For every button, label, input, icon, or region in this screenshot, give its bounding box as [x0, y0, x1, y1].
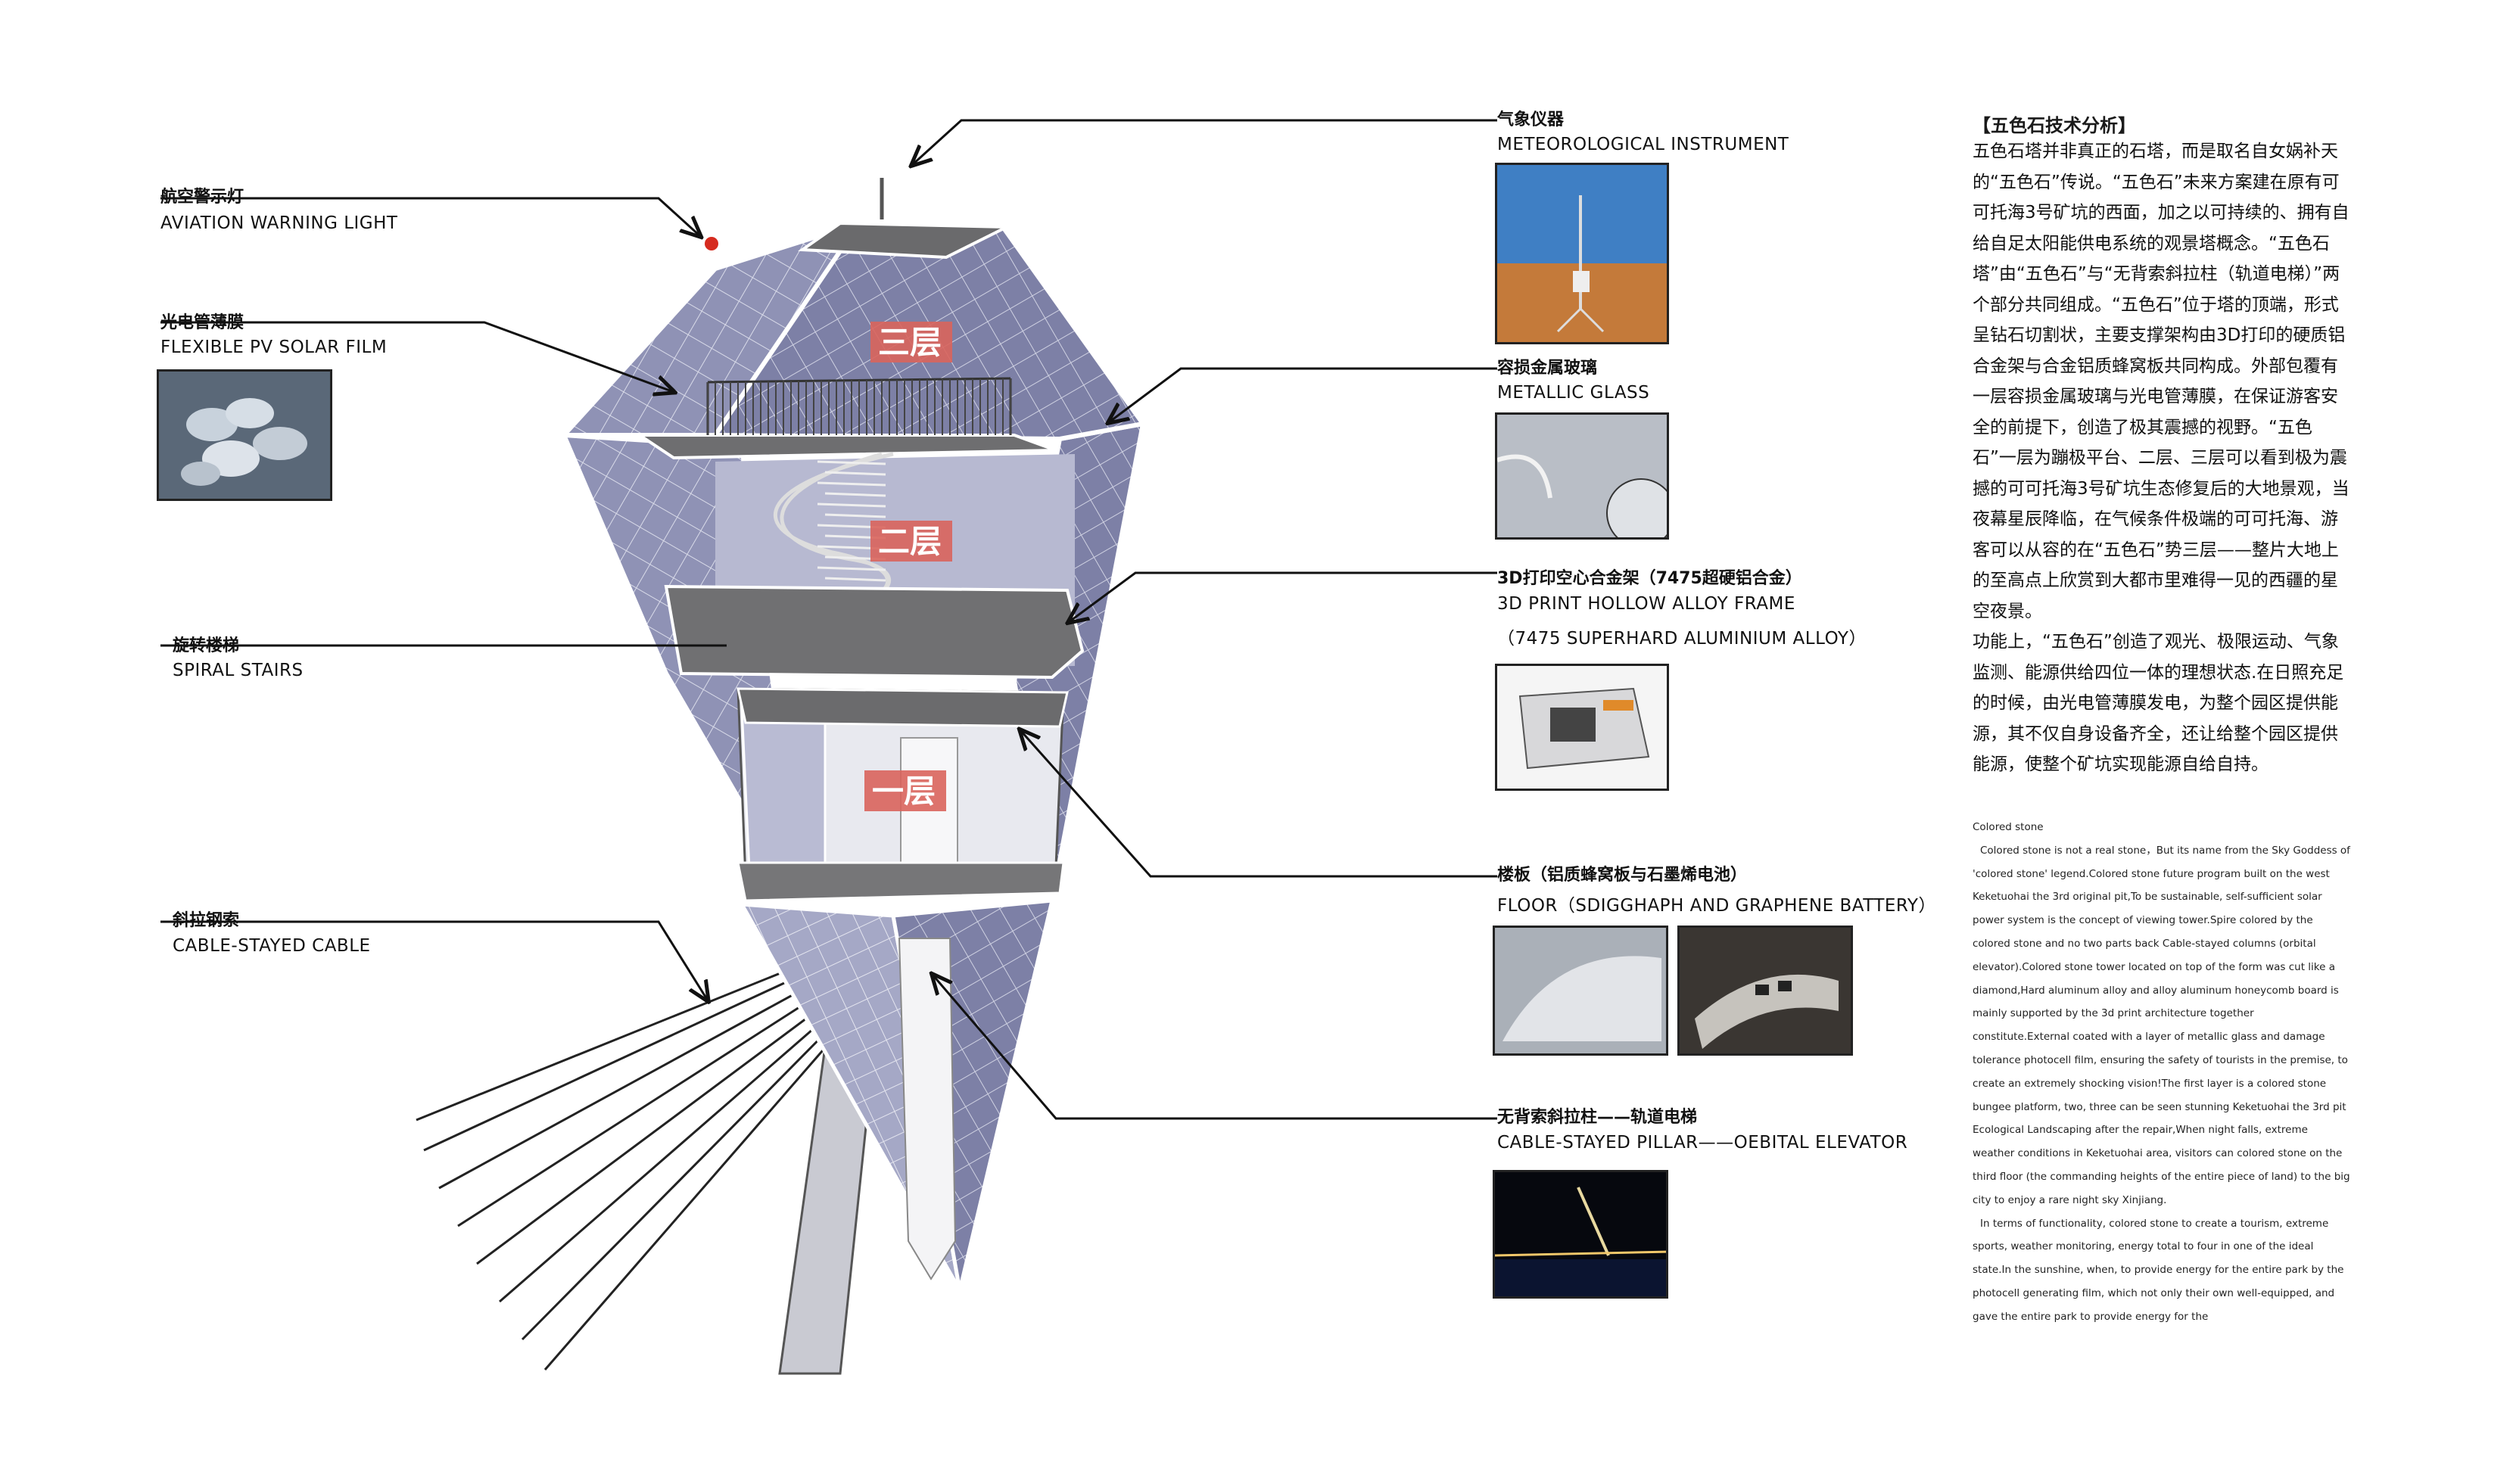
cable-stays: [416, 944, 849, 1370]
first-floor-glass: [740, 706, 827, 872]
analysis-cn-paragraph-1: 五色石塔并非真正的石塔，而是取名自女娲补天的“五色石”传说。“五色石”未来方案建…: [1973, 142, 2350, 621]
stair-tread: [817, 502, 886, 508]
meteo-photo: [1495, 163, 1669, 344]
graphene-battery-icon: [1680, 928, 1851, 1053]
aviation-light-cn: 航空警示灯: [160, 188, 244, 207]
metallic-glass-icon: [1497, 415, 1667, 537]
spiral-stairs-en: SPIRAL STAIRS: [173, 661, 304, 680]
stair-tread: [817, 566, 886, 571]
spiral-stairs-cn: 旋转楼梯: [173, 636, 240, 655]
pv-film-photo: [157, 369, 332, 501]
glass-cn: 容损金属玻璃: [1497, 359, 1598, 378]
floor-cn: 楼板（铝质蜂窝板与石墨烯电池）: [1497, 866, 1748, 885]
railing-bars: [707, 378, 1011, 435]
frame-en: 3D PRINT HOLLOW ALLOY FRAME: [1497, 594, 1795, 614]
first-floor-ceiling: [736, 687, 1069, 728]
analysis-cn-paragraph-2: 功能上，“五色石”创造了观光、极限运动、气象监测、能源供给四位一体的理想状态.在…: [1973, 632, 2344, 774]
top-slab: [798, 221, 1007, 260]
analysis-en: Colored stone Colored stone is not a rea…: [1973, 816, 2351, 1329]
analysis-title: 【五色石技术分析】: [1973, 115, 2136, 136]
glass-photo: [1495, 412, 1669, 540]
level-2-badge: [870, 521, 952, 562]
night-bridge-icon: [1495, 1172, 1666, 1296]
frame-en-2: （7475 SUPERHARD ALUMINIUM ALLOY）: [1497, 629, 1867, 649]
3d-printer-icon: [1497, 666, 1667, 789]
second-floor-slab: [664, 584, 1085, 680]
stair-tread: [824, 513, 886, 518]
stair-tread: [817, 481, 886, 487]
aviation-light-lamp: [705, 237, 718, 250]
glass-en: METALLIC GLASS: [1497, 383, 1650, 403]
analysis-en-heading: Colored stone: [1973, 821, 2044, 833]
leader-lines: [160, 119, 1497, 1120]
graphene-photo: [1677, 926, 1853, 1056]
analysis-en-paragraph-1: Colored stone is not a real stone，But it…: [1973, 844, 2350, 1206]
elevator-core: [898, 938, 957, 1280]
pillar-en: CABLE-STAYED PILLAR——OEBITAL ELEVATOR: [1497, 1133, 1908, 1153]
honeycomb-panel-icon: [1495, 928, 1666, 1053]
aviation-light-en: AVIATION WARNING LIGHT: [160, 213, 398, 233]
third-floor-slab: [634, 434, 1057, 460]
analysis-en-paragraph-2: In terms of functionality, colored stone…: [1973, 1217, 2344, 1323]
pv-film-icon: [159, 372, 330, 499]
first-floor-slab: [736, 861, 1065, 902]
cable-en: CABLE-STAYED CABLE: [173, 936, 371, 956]
floor-en: FLOOR（SDIGGHAPH AND GRAPHENE BATTERY）: [1497, 896, 1936, 916]
pillar-cn: 无背索斜拉柱——轨道电梯: [1497, 1108, 1698, 1127]
cable-cn: 斜拉钢索: [173, 911, 240, 930]
stair-tread: [824, 577, 886, 582]
pv-film-en: FLEXIBLE PV SOLAR FILM: [160, 338, 388, 357]
level-1-label: 一层: [872, 773, 936, 810]
meteo-cn: 气象仪器: [1497, 110, 1565, 129]
printer-photo: [1495, 664, 1669, 791]
bridge-photo: [1493, 1170, 1668, 1299]
frame-cn: 3D打印空心合金架（7475超硬铝合金）: [1497, 569, 1802, 588]
level-2-label: 二层: [878, 523, 942, 560]
meteo-en: METEOROLOGICAL INSTRUMENT: [1497, 135, 1789, 154]
stair-tread: [824, 471, 886, 476]
stair-tread: [824, 492, 886, 497]
level-3-badge: [870, 322, 952, 362]
stair-tread: [817, 460, 886, 465]
honeycomb-photo: [1493, 926, 1668, 1056]
pv-film-cn: 光电管薄膜: [160, 313, 244, 332]
weather-station-icon: [1497, 165, 1667, 342]
level-3-label: 三层: [878, 324, 942, 361]
analysis-cn: 五色石塔并非真正的石塔，而是取名自女娲补天的“五色石”传说。“五色石”未来方案建…: [1973, 136, 2351, 780]
level-1-badge: [864, 770, 946, 811]
